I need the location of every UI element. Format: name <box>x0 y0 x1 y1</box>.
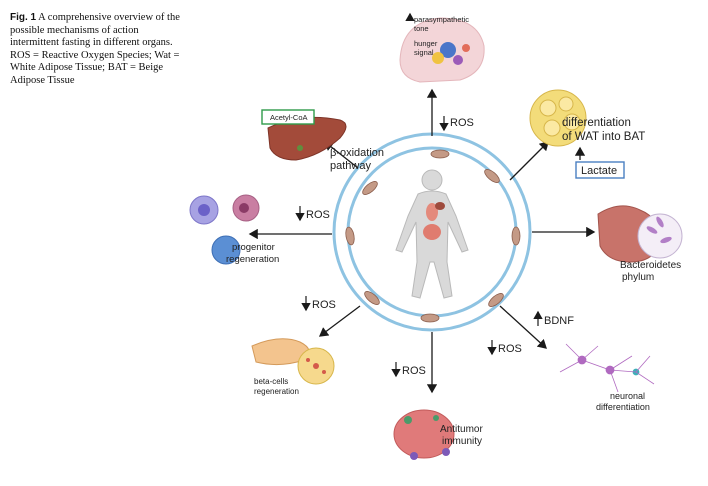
caption-text: A comprehensive overview of the possible… <box>10 12 180 86</box>
liver-illustration <box>261 109 347 161</box>
tumor-illustration <box>393 409 455 460</box>
ros-label-bottom: ROS <box>402 365 426 377</box>
antitumor-label: Antitumor <box>440 424 483 435</box>
figure-caption: Fig. 1 A comprehensive overview of the p… <box>10 12 188 88</box>
ros-label-left: ROS <box>306 209 330 221</box>
lactate-box <box>575 161 625 179</box>
mitochondrion-icon <box>511 226 521 246</box>
bdnf-label: BDNF <box>544 315 574 327</box>
pancreas-illustration <box>251 338 335 385</box>
differentiation-label: differentiation <box>562 117 631 129</box>
mitochondrion-icon <box>484 169 500 183</box>
gut-illustration <box>597 205 683 263</box>
mitochondrion-icon <box>430 149 450 159</box>
progenitor-label: progenitor <box>232 242 275 253</box>
figure-label: Fig. 1 <box>10 12 37 23</box>
mitochondrion-icon <box>420 313 440 323</box>
parasympathetic-label: parasympathetic <box>414 15 469 24</box>
acetyl-coa-label: Acetyl-CoA <box>270 113 308 122</box>
mitochondrion-icon <box>488 293 504 307</box>
arrows <box>248 88 596 394</box>
adipose-illustration <box>529 89 587 147</box>
hunger-label: hunger <box>414 39 438 48</box>
phylum-label: phylum <box>622 272 654 283</box>
immunity-label: immunity <box>442 436 482 447</box>
wat-into-bat-label: of WAT into BAT <box>562 131 645 143</box>
lactate-label: Lactate <box>581 165 617 177</box>
beta-oxidation-label: β-oxidation <box>330 147 384 159</box>
tone-label: tone <box>414 24 429 33</box>
mitochondrion-icon <box>364 291 380 305</box>
beta-cells-label: beta-cells <box>254 377 288 386</box>
pathway-label: pathway <box>330 160 371 172</box>
signal-label: signal <box>414 48 434 57</box>
mitochondria <box>345 149 521 323</box>
mitochondrion-icon <box>345 226 355 246</box>
ros-label-top: ROS <box>450 117 474 129</box>
ros-label-lower-left: ROS <box>312 299 336 311</box>
neuron-illustration <box>559 343 655 393</box>
bacteroidetes-label: Bacteroidetes <box>620 260 681 271</box>
ros-label-lower-right: ROS <box>498 343 522 355</box>
neuronal-differentiation-label: differentiation <box>596 402 650 412</box>
neuronal-label: neuronal <box>610 391 645 401</box>
beta-cells-regeneration-label: regeneration <box>254 387 299 396</box>
progenitor-regeneration-label: regeneration <box>226 254 279 265</box>
brain-illustration <box>399 17 485 83</box>
mitochondrion-icon <box>362 181 378 195</box>
blood-cells-illustration <box>189 194 260 265</box>
human-body-icon <box>395 169 469 299</box>
